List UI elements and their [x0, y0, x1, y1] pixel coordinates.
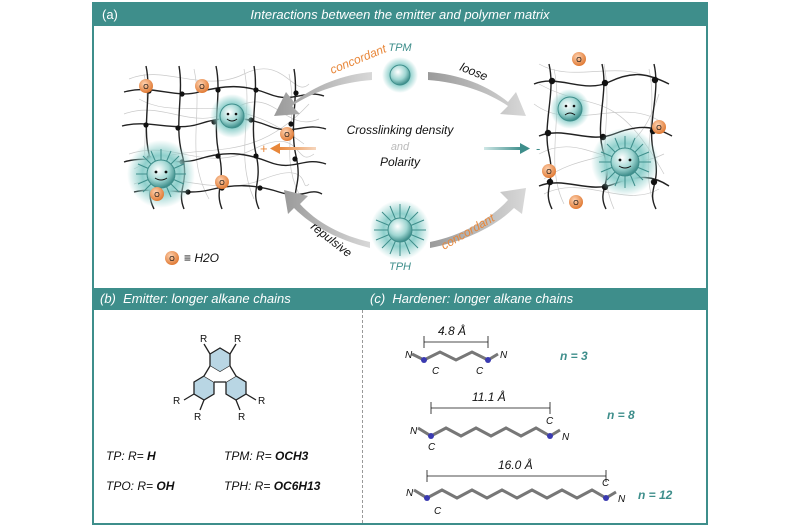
diagram-canvas: O O O O O — [121, 41, 673, 517]
panel-a-header: (a) Interactions between the emitter and… — [94, 4, 706, 26]
chain-n3: N N C C — [405, 336, 508, 377]
dense-network — [121, 65, 327, 210]
tph-label: TPH — [389, 261, 411, 273]
water-o: O — [219, 180, 225, 187]
distance-n3: 4.8 Å — [438, 324, 467, 338]
r-label: R — [173, 396, 180, 407]
formula-tpm-value: OCH3 — [275, 449, 309, 463]
formula-tp: TP: R= H — [106, 449, 156, 463]
panel-c-tag: (c) — [370, 291, 386, 306]
panel-b-header: (b) Emitter: longer alkane chains — [100, 288, 291, 310]
arrow-repulsive: repulsive — [284, 190, 370, 260]
atom-n: N — [405, 350, 413, 361]
figure-frame: (a) Interactions between the emitter and… — [92, 2, 708, 525]
n-label-8: n = 8 — [607, 408, 635, 422]
concordant-label-bottom: concordant — [439, 210, 498, 252]
formula-tph-value: OC6H13 — [273, 479, 321, 493]
formula-tph-prefix: TPH: R= — [224, 479, 271, 493]
formula-tpo-prefix: TPO: R= — [106, 479, 154, 493]
arrow-concordant-top: concordant — [274, 41, 389, 116]
r-label: R — [194, 412, 201, 423]
polarity-text: Polarity — [380, 155, 421, 169]
water-legend: O ≡ H2O — [165, 251, 219, 265]
atom-c: C — [546, 416, 554, 427]
r-label: R — [258, 396, 265, 407]
distance-n8: 11.1 Å — [472, 390, 506, 404]
crosslinking-text: Crosslinking density — [347, 123, 455, 137]
water-o: O — [656, 125, 662, 132]
water-o: O — [284, 132, 290, 139]
chain-n12: N N C C — [406, 470, 626, 517]
water-legend-o: O — [169, 256, 175, 263]
panel-c-header: (c) Hardener: longer alkane chains — [370, 288, 573, 310]
and-text: and — [391, 141, 410, 153]
n-label-3: n = 3 — [560, 349, 588, 363]
plus-arrow: + — [260, 141, 316, 156]
water-o: O — [546, 169, 552, 176]
panel-b-tag: (b) — [100, 291, 116, 306]
formula-tph: TPH: R= OC6H13 — [224, 479, 320, 493]
r-label: R — [238, 412, 245, 423]
atom-c: C — [428, 442, 436, 453]
r-label: R — [234, 334, 241, 345]
formula-tp-prefix: TP: R= — [106, 449, 144, 463]
r-substituents: R R R R R R — [173, 334, 265, 423]
tph-emitter: TPH — [370, 200, 430, 273]
minus-arrow: - — [484, 141, 540, 156]
atom-n: N — [406, 488, 414, 499]
plus-sign: + — [260, 141, 268, 156]
distance-n12: 16.0 Å — [498, 458, 533, 472]
atom-n: N — [618, 494, 626, 505]
concordant-label-top: concordant — [328, 41, 389, 76]
water-o: O — [143, 84, 149, 91]
loose-network — [533, 63, 673, 210]
r-label: R — [200, 334, 207, 345]
panel-c-title: Hardener: longer alkane chains — [392, 291, 574, 306]
atom-c: C — [476, 366, 484, 377]
water-o: O — [573, 200, 579, 207]
formula-tpm: TPM: R= OCH3 — [224, 449, 308, 463]
atom-c: C — [432, 366, 440, 377]
water-o: O — [154, 192, 160, 199]
formula-tp-value: H — [147, 449, 156, 463]
formula-tpo-value: OH — [156, 479, 175, 493]
arrow-concordant-bottom: concordant — [430, 188, 526, 253]
formula-tpm-prefix: TPM: R= — [224, 449, 272, 463]
triphenylene-structure — [183, 343, 257, 411]
panel-bc-header: (b) Emitter: longer alkane chains (c) Ha… — [94, 288, 706, 310]
water-molecules-left: O O O O O — [139, 79, 294, 201]
atom-n: N — [562, 432, 570, 443]
panel-b-title: Emitter: longer alkane chains — [123, 291, 291, 306]
n-label-12: n = 12 — [638, 488, 673, 502]
minus-sign: - — [536, 141, 540, 156]
tpm-label: TPM — [388, 42, 412, 54]
atom-c: C — [602, 478, 610, 489]
panel-divider — [362, 310, 363, 523]
water-legend-text: ≡ H2O — [184, 251, 219, 265]
tpm-emitter: TPM — [382, 42, 418, 93]
atom-n: N — [410, 426, 418, 437]
formula-tpo: TPO: R= OH — [106, 479, 174, 493]
water-molecules-right: O O O O — [542, 52, 666, 209]
arrow-loose: loose — [428, 60, 526, 116]
atom-n: N — [500, 350, 508, 361]
water-o: O — [576, 57, 582, 64]
water-o: O — [199, 84, 205, 91]
panel-a-tag: (a) — [102, 7, 118, 22]
panel-a-title: Interactions between the emitter and pol… — [250, 7, 550, 22]
chain-n8: N N C C — [410, 402, 570, 453]
atom-c: C — [434, 506, 442, 517]
